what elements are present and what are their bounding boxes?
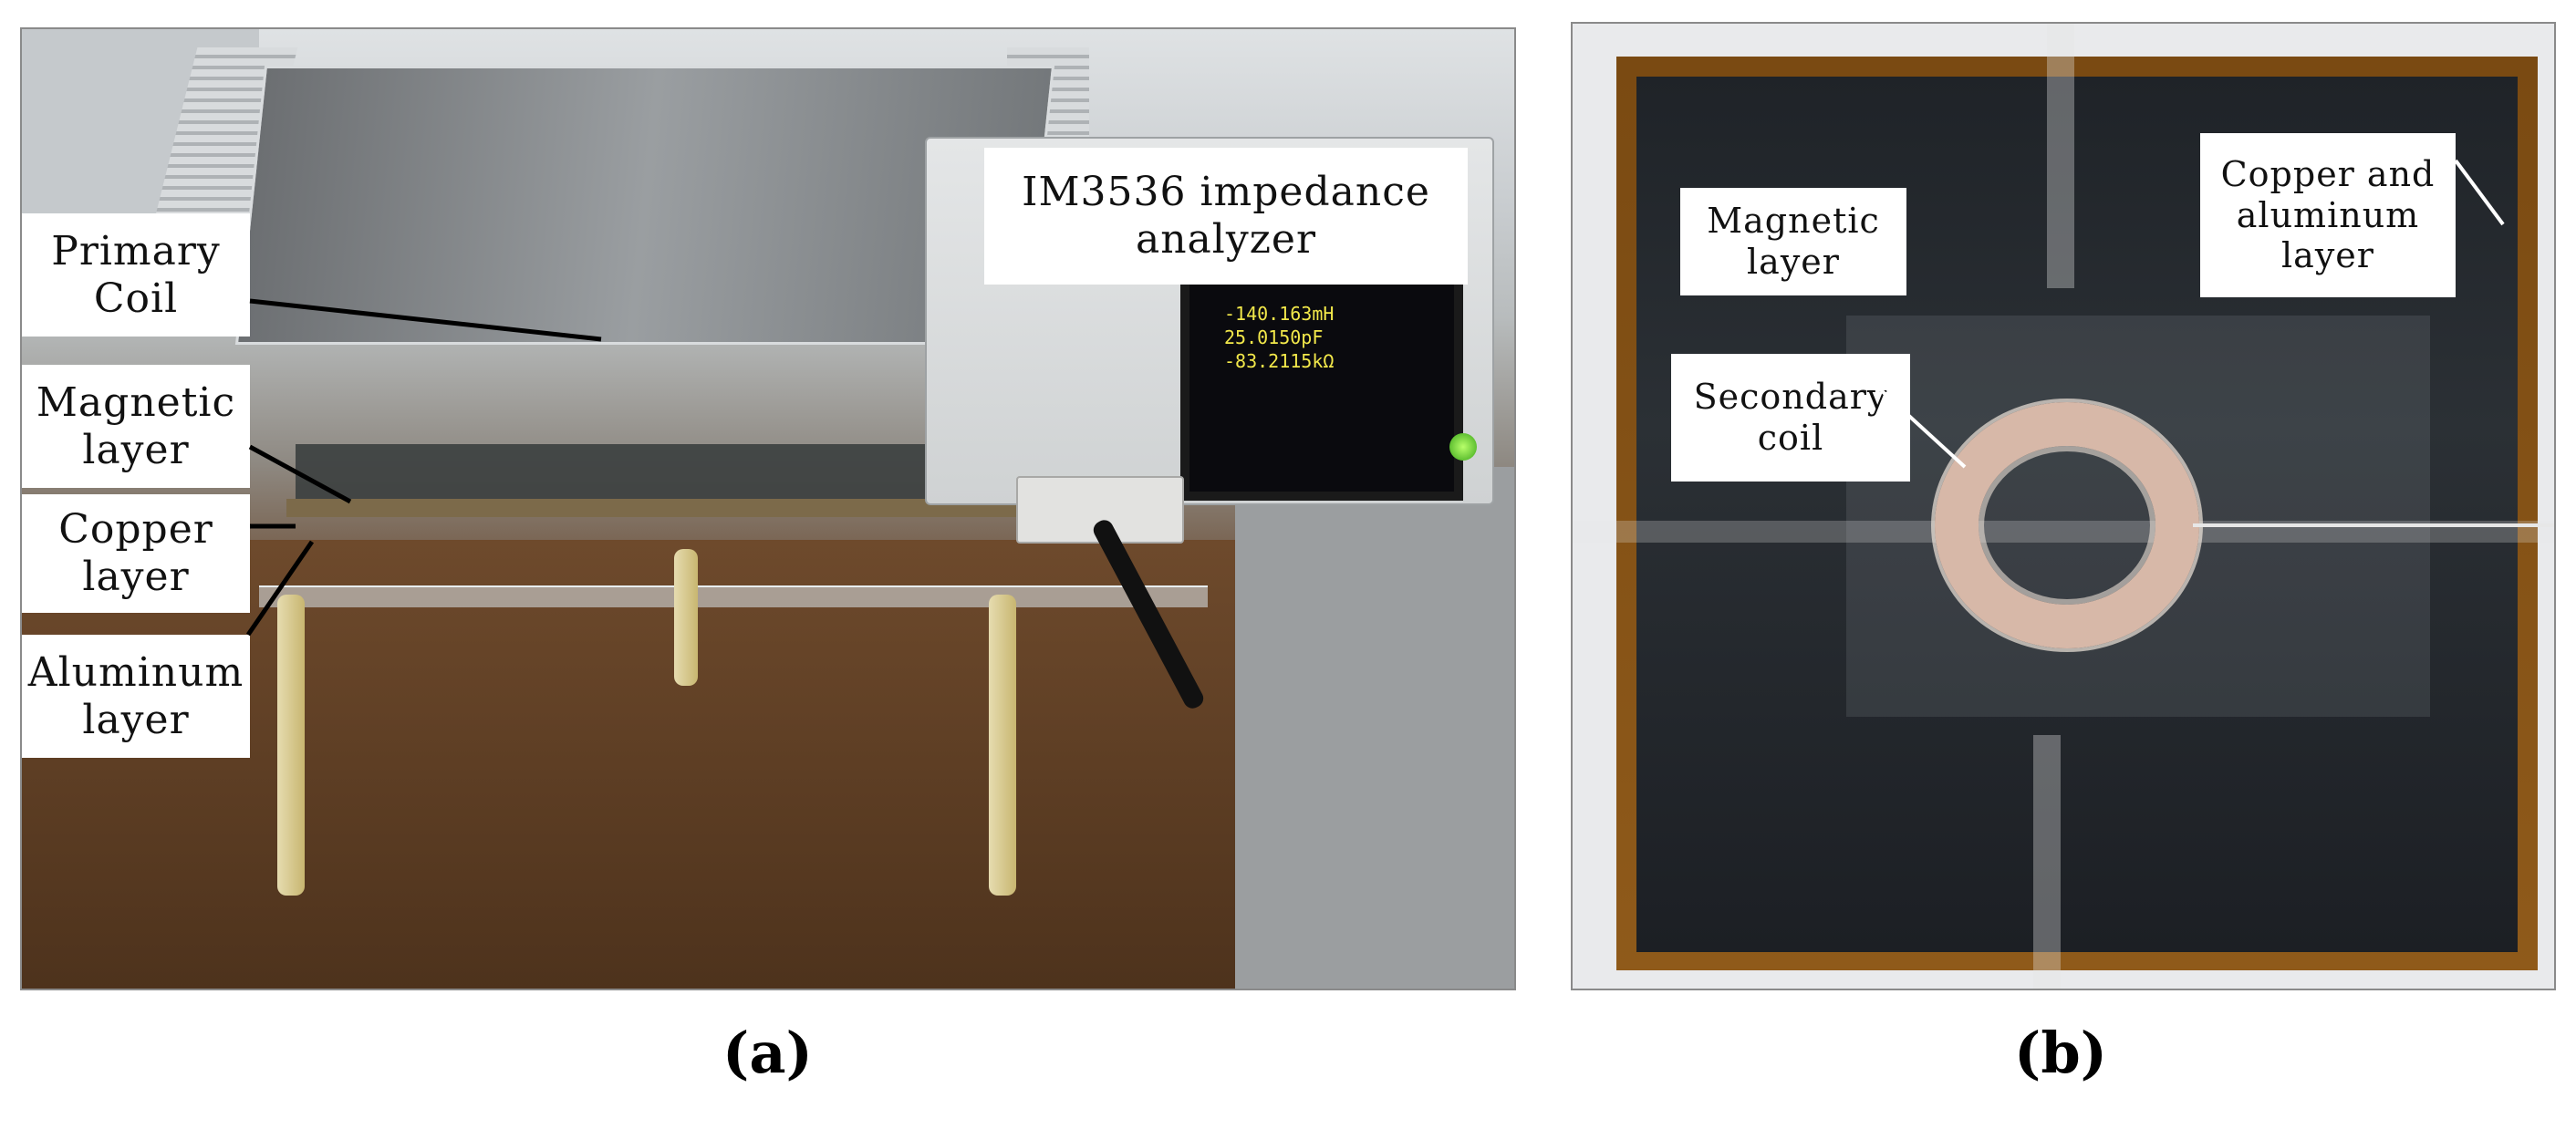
acrylic-leg-left [277,595,305,896]
leader-primary-coil [249,298,602,342]
label-impedance-analyzer: IM3536 impedance analyzer [984,148,1468,285]
label-secondary-coil: Secondary coil [1671,354,1910,482]
leader-magnetic-layer [248,444,352,504]
acrylic-leg-center [674,549,698,686]
label-copper-aluminum-layer: Copper and aluminum layer [2200,133,2456,297]
copper-layer-plate [286,499,1025,517]
acrylic-shelf [259,585,1208,607]
label-magnetic-layer-b: Magnetic layer [1680,188,1906,295]
caption-panel-b: (b) [2014,1020,2108,1086]
analyzer-reading-3: -83.2115kΩ [1224,350,1335,372]
floor-gray [1235,467,1514,989]
leader-lines-b [1877,159,2505,469]
magnetic-layer-plate [296,444,1025,499]
label-primary-coil: Primary Coil [22,213,250,337]
leader-secondary-coil [1877,387,1967,469]
leader-aluminum-layer [245,540,315,637]
ruler-strip-bottom [2033,735,2061,989]
caption-panel-a: (a) [722,1020,813,1086]
analyzer-reading-1: -140.163mH [1224,303,1335,325]
coil-lead-wire [2193,523,2554,527]
label-magnetic-layer-a: Magnetic layer [22,365,250,488]
analyzer-reading-2: 25.0150pF [1224,326,1324,348]
leader-lines-a [245,298,602,637]
photo-experimental-setup: -140.163mH 25.0150pF -83.2115kΩ IM3536 i… [20,27,1516,990]
photo-secondary-coil-top-view: Magnetic layer Copper and aluminum layer… [1571,22,2556,990]
ruler-strip-top [2047,24,2074,288]
label-aluminum-layer: Aluminum layer [22,635,250,758]
leader-copper-aluminum-layer [2454,159,2505,226]
analyzer-power-led [1449,433,1477,461]
label-copper-layer: Copper layer [22,494,250,613]
acrylic-leg-right [989,595,1016,896]
